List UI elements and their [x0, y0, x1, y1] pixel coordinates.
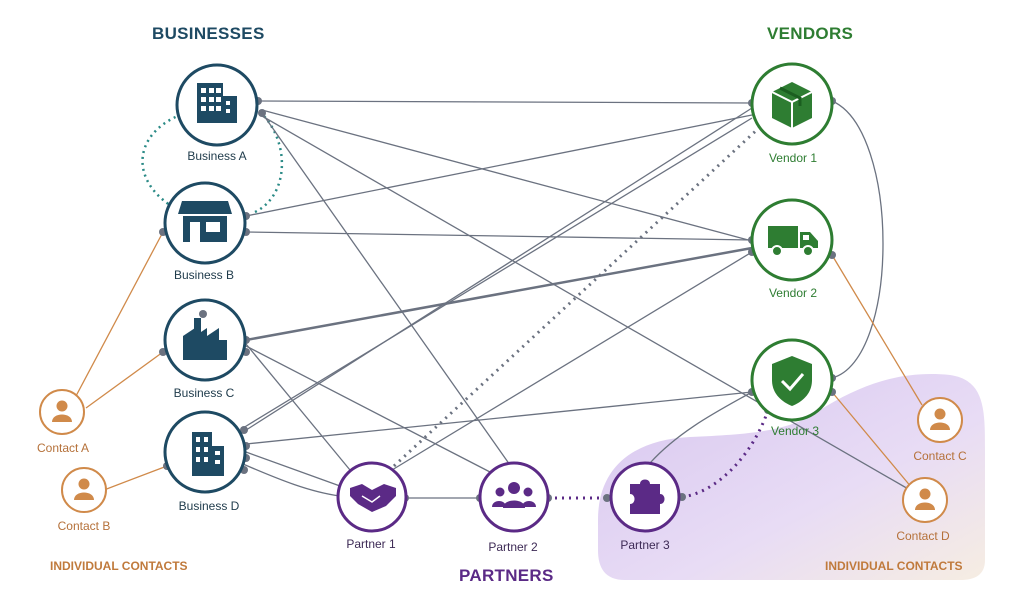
link-bc-p1 — [245, 343, 351, 471]
link-ca-bc — [85, 351, 164, 409]
team-people-icon — [492, 482, 536, 508]
partner-highlight-region — [598, 374, 985, 580]
vendor-1-node[interactable] — [750, 62, 834, 146]
link-p3-v3 — [649, 391, 753, 464]
link-bd-v1b — [242, 107, 753, 433]
storefront-icon — [178, 201, 232, 242]
partner-3-label: Partner 3 — [620, 538, 670, 552]
links — [242, 100, 911, 499]
link-p3-v3-dotted — [681, 409, 770, 499]
business-a-node[interactable] — [175, 63, 259, 147]
contact-c-node[interactable] — [917, 397, 963, 443]
partner-1-node[interactable] — [336, 461, 408, 533]
business-c-label: Business C — [173, 386, 235, 400]
puzzle-piece-icon — [630, 479, 665, 514]
link-bd-v3 — [245, 391, 753, 445]
link-v3-cd — [831, 391, 913, 489]
business-b-label: Business B — [173, 268, 235, 282]
vendor-3-node[interactable] — [750, 338, 834, 422]
link-v2-cc — [831, 254, 923, 406]
link-bd-p1b — [242, 463, 341, 497]
link-bd-p1a — [245, 451, 341, 487]
contact-d-label: Contact D — [896, 529, 950, 543]
shield-check-icon — [772, 356, 812, 406]
link-ba-v1 — [257, 100, 753, 104]
vendor-1-label: Vendor 1 — [768, 151, 818, 165]
link-v1-v3 — [831, 100, 884, 379]
link-ba-contact-d — [261, 115, 911, 491]
link-cb-bd — [103, 465, 168, 491]
link-bd-v1 — [242, 117, 753, 429]
link-ba-v2 — [261, 109, 753, 242]
link-bc-v2 — [245, 246, 753, 342]
link-p1-v2 — [391, 251, 753, 471]
person-icon — [915, 488, 935, 510]
vendors-heading: VENDORS — [767, 24, 854, 43]
contact-links — [75, 231, 923, 491]
person-icon — [74, 478, 94, 500]
contact-b-label: Contact B — [57, 519, 111, 533]
partners-heading: PARTNERS — [459, 566, 554, 585]
link-ca-bb — [75, 231, 164, 397]
business-c-node[interactable] — [163, 298, 247, 382]
contact-a-label: Contact A — [36, 441, 90, 455]
link-p1-v1-dotted — [392, 125, 762, 468]
vendor-3-label: Vendor 3 — [770, 424, 820, 438]
partner-1-label: Partner 1 — [346, 537, 396, 551]
business-d-node[interactable] — [163, 410, 247, 494]
businesses-heading: BUSINESSES — [152, 24, 265, 43]
contact-b-node[interactable] — [61, 467, 107, 513]
link-bb-v1 — [245, 114, 753, 217]
partner-2-node[interactable] — [478, 461, 550, 533]
vendor-2-label: Vendor 2 — [768, 286, 818, 300]
business-d-label: Business D — [178, 499, 240, 513]
contact-a-node[interactable] — [39, 389, 85, 435]
individual-contacts-left-heading: INDIVIDUAL CONTACTS — [50, 559, 188, 573]
person-icon — [930, 408, 950, 430]
business-a-label: Business A — [187, 149, 247, 163]
link-ba-p2 — [261, 112, 511, 466]
package-box-icon — [771, 82, 813, 128]
contact-c-label: Contact C — [913, 449, 967, 463]
factory-icon — [183, 310, 227, 360]
partner-3-node[interactable] — [609, 461, 681, 533]
person-icon — [52, 400, 72, 422]
contact-d-node[interactable] — [902, 477, 948, 523]
link-bb-v2 — [245, 231, 753, 241]
tower-building-icon — [192, 432, 224, 476]
link-bc-p2 — [245, 345, 491, 473]
vendor-2-node[interactable] — [750, 198, 834, 282]
office-building-icon — [197, 83, 237, 123]
delivery-truck-icon — [768, 226, 818, 257]
handshake-icon — [350, 484, 396, 512]
partner-2-label: Partner 2 — [488, 540, 538, 554]
business-b-node[interactable] — [163, 181, 247, 265]
individual-contacts-right-heading: INDIVIDUAL CONTACTS — [825, 559, 963, 573]
